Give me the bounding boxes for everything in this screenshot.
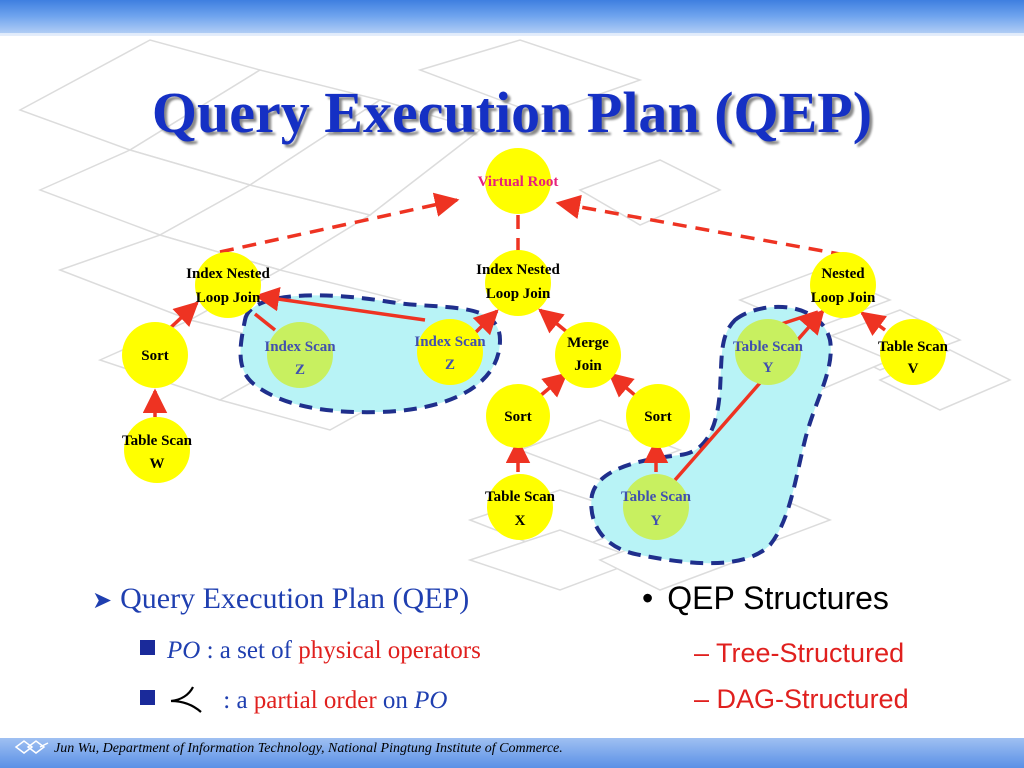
node-label: Join: [574, 358, 602, 374]
node-table-scan-w: Table Scan W: [122, 417, 193, 483]
node-label: Index Nested: [476, 262, 560, 278]
node-index-scan-z-2: Index Scan Z: [414, 319, 486, 385]
node-label: Sort: [644, 409, 672, 425]
node-label: Y: [763, 360, 774, 376]
node-label: Table Scan: [621, 489, 692, 505]
node-label: Merge: [567, 335, 609, 351]
node-label: Loop Join: [196, 290, 261, 306]
slide-title: Query Execution Plan (QEP): [151, 80, 873, 145]
footer-text: Jun Wu, Department of Information Techno…: [54, 741, 563, 756]
node-label: Index Nested: [186, 266, 270, 282]
node-table-scan-y-1: Table Scan Y: [621, 474, 692, 540]
bottom-banner: [0, 738, 1024, 768]
order-text: : a: [217, 687, 254, 714]
node-index-nested-loop-join-1: Index Nested Loop Join: [186, 252, 271, 318]
node-label: Loop Join: [811, 290, 876, 306]
node-label: X: [515, 513, 526, 529]
precedes-symbol-icon: [170, 686, 202, 713]
item-text: Tree-Structured: [716, 638, 905, 668]
node-label: Index Scan: [414, 334, 486, 350]
node-index-scan-z-1: Index Scan Z: [264, 322, 336, 388]
arrow-bullet-icon: ➤: [92, 588, 113, 614]
node-label: Table Scan: [878, 339, 949, 355]
structure-item-tree: – Tree-Structured: [694, 638, 905, 668]
structure-item-dag: – DAG-Structured: [694, 684, 909, 714]
node-table-scan-x: Table Scan X: [485, 474, 556, 540]
order-po-symbol: PO: [414, 687, 448, 714]
po-red-text: physical operators: [298, 637, 481, 664]
node-label: V: [908, 361, 919, 377]
bullet-main: ➤ Query Execution Plan (QEP): [92, 582, 469, 616]
node-sort-x: Sort: [486, 384, 550, 448]
node-merge-join: Merge Join: [555, 322, 621, 388]
node-label: Z: [295, 362, 305, 378]
qep-structures-heading: • QEP Structures: [642, 580, 889, 617]
dot-bullet-icon: •: [642, 580, 654, 616]
node-label: Loop Join: [486, 286, 551, 302]
node-sort-w: Sort: [122, 322, 188, 388]
node-label: Y: [651, 513, 662, 529]
bullet-main-text: Query Execution Plan (QEP): [120, 582, 470, 615]
footer: Jun Wu, Department of Information Techno…: [14, 739, 563, 759]
item-text: DAG-Structured: [716, 684, 909, 714]
square-bullet-icon: [140, 690, 155, 705]
order-red-text: partial order: [253, 687, 377, 714]
node-sort-y: Sort: [626, 384, 690, 448]
top-banner: [0, 0, 1024, 36]
node-index-nested-loop-join-2: Index Nested Loop Join: [476, 250, 561, 316]
order-on-text: on: [376, 687, 415, 714]
node-label: Table Scan: [122, 433, 193, 449]
node-label: W: [150, 456, 165, 472]
node-label: Table Scan: [733, 339, 804, 355]
node-table-scan-y-2: Table Scan Y: [733, 319, 804, 385]
node-label: Sort: [504, 409, 532, 425]
po-symbol: PO: [167, 637, 201, 664]
heading-text: QEP Structures: [667, 580, 889, 616]
po-text: : a set of: [200, 637, 299, 664]
node-label: Index Scan: [264, 339, 336, 355]
dashed-root-edges: [219, 192, 846, 257]
bullet-order: : a partial order on PO: [140, 685, 447, 715]
node-virtual-root: Virtual Root: [478, 148, 559, 214]
node-label-virtual-root: Virtual Root: [478, 174, 559, 190]
node-label: Table Scan: [485, 489, 556, 505]
node-label: Z: [445, 357, 455, 373]
footer-logo-icon: [14, 740, 49, 754]
square-bullet-icon: [140, 640, 155, 655]
node-nested-loop-join: Nested Loop Join: [810, 252, 876, 318]
node-table-scan-v: Table Scan V: [878, 319, 949, 385]
bullet-po: PO : a set of physical operators: [140, 637, 481, 665]
node-label: Sort: [141, 348, 169, 364]
node-label: Nested: [821, 266, 865, 282]
